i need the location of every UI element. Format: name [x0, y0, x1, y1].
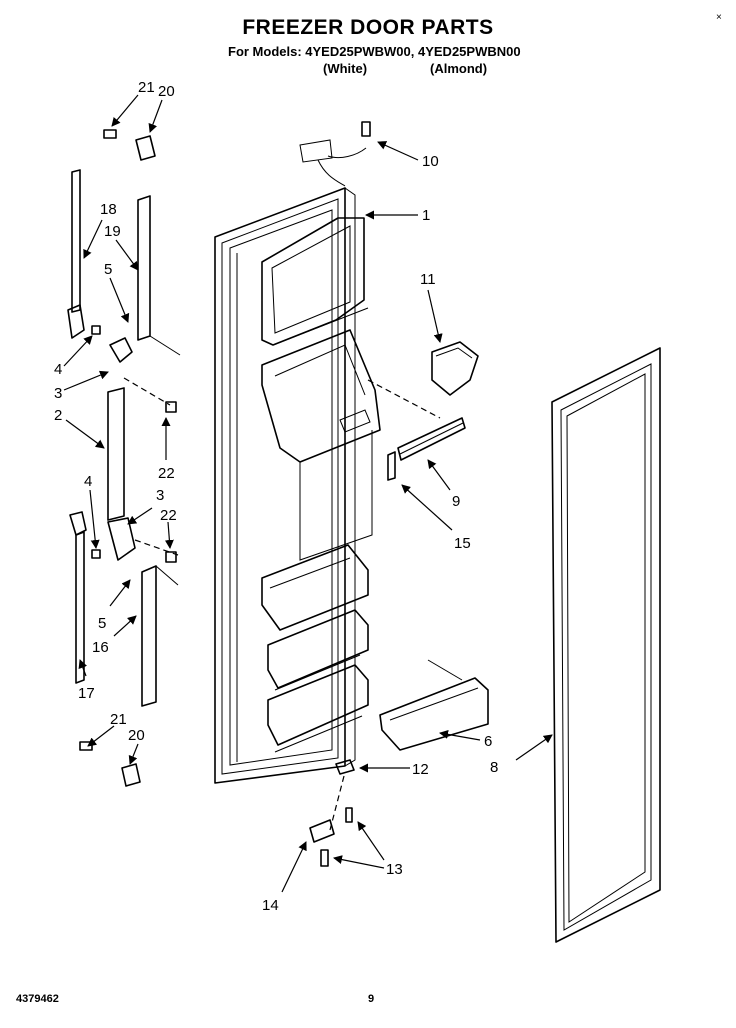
callout-19: 19 — [104, 223, 121, 240]
top-screw — [361, 121, 371, 137]
callout-20-top: 20 — [158, 83, 175, 100]
callout-17: 17 — [78, 685, 95, 702]
callout-4-top: 4 — [54, 361, 62, 378]
lower-hinge-parts — [309, 759, 355, 867]
callout-8: 8 — [490, 759, 498, 776]
callout-22-top: 22 — [158, 465, 175, 482]
callout-6: 6 — [484, 733, 492, 750]
finish-almond-label: (Almond) — [430, 61, 488, 76]
callout-16: 16 — [92, 639, 109, 656]
door-shelf-bin — [379, 659, 489, 751]
document-number: 4379462 — [16, 993, 59, 1005]
callout-21-bottom: 21 — [110, 711, 127, 728]
callout-5-bottom: 5 — [98, 615, 106, 632]
callout-4-bottom: 4 — [84, 473, 92, 490]
callout-13: 13 — [386, 861, 403, 878]
callout-15: 15 — [454, 535, 471, 552]
callout-3-top: 3 — [54, 385, 62, 402]
freezer-door-assembly — [214, 139, 381, 784]
handle-assembly — [67, 129, 181, 787]
model-numbers: For Models: 4YED25PWBW00, 4YED25PWBN00 — [228, 44, 521, 59]
dispenser-trim-strip — [367, 379, 466, 481]
ice-chute — [431, 341, 479, 396]
callout-11: 11 — [420, 271, 436, 288]
callout-2: 2 — [54, 407, 62, 424]
callout-3-bottom: 3 — [156, 487, 164, 504]
callout-18: 18 — [100, 201, 117, 218]
callout-9: 9 — [452, 493, 460, 510]
callout-14: 14 — [262, 897, 279, 914]
callout-22-bottom: 22 — [160, 507, 177, 524]
callout-1: 1 — [422, 207, 430, 224]
callout-20-bottom: 20 — [128, 727, 145, 744]
callout-21-top: 21 — [138, 79, 155, 96]
callout-5-top: 5 — [104, 261, 112, 278]
page-number: 9 — [368, 993, 375, 1005]
callout-10: 10 — [422, 153, 439, 170]
page-title: FREEZER DOOR PARTS — [242, 16, 494, 39]
door-gasket — [551, 347, 661, 943]
callout-12: 12 — [412, 761, 429, 778]
corner-mark: × — [716, 12, 722, 23]
callout-leaders — [63, 94, 553, 893]
finish-white-label: (White) — [323, 61, 368, 76]
callout-labels: 1 10 11 9 15 6 8 12 13 14 21 20 18 19 5 … — [54, 79, 498, 914]
